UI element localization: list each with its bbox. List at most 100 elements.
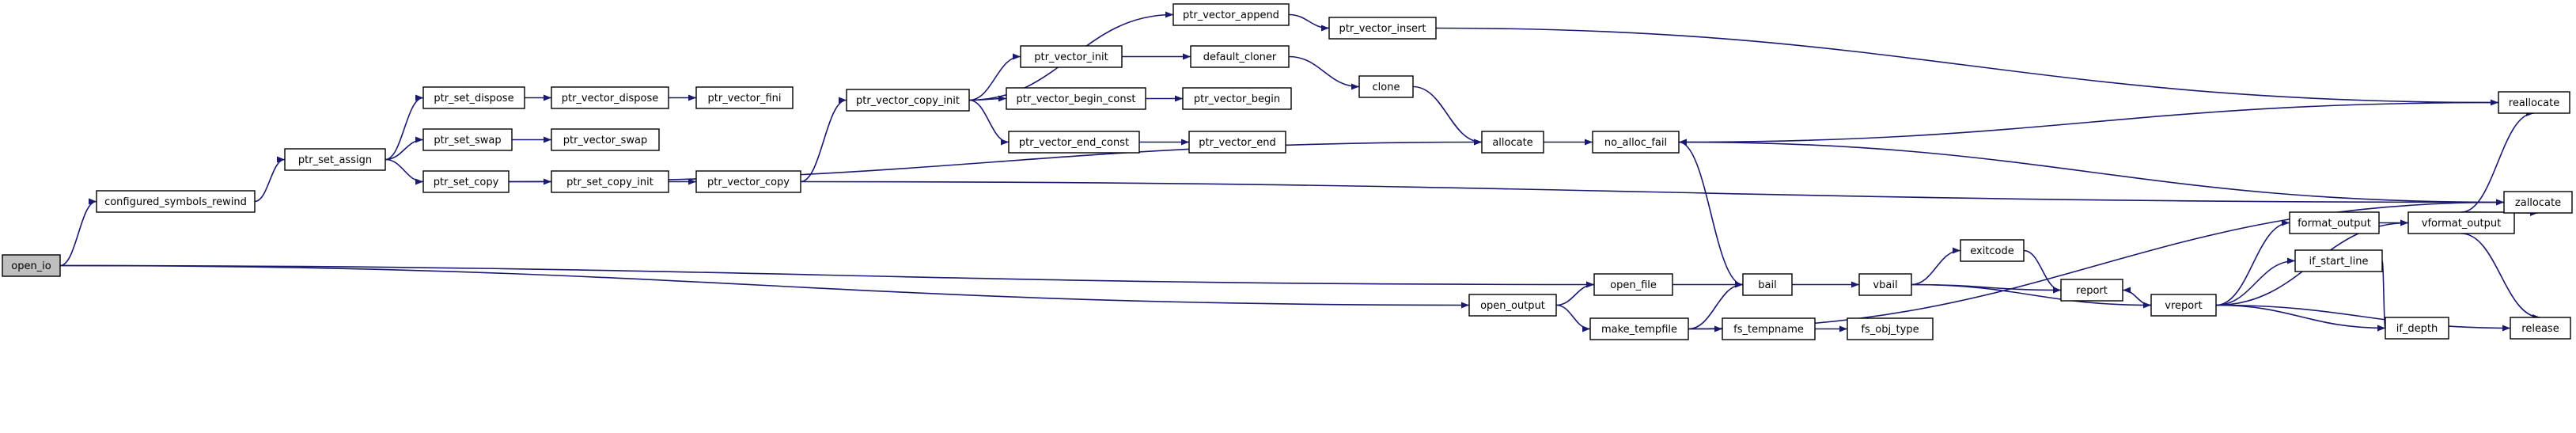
node-ptr_vector_swap[interactable]: ptr_vector_swap bbox=[551, 128, 660, 151]
node-box-configured_symbols_rewind bbox=[96, 190, 256, 213]
node-box-report bbox=[2060, 279, 2123, 302]
node-label-no_alloc_fail: no_alloc_fail bbox=[1604, 137, 1667, 149]
node-ptr_vector_append[interactable]: ptr_vector_append bbox=[1172, 3, 1290, 26]
edge-ptr_set_assign-to-ptr_set_dispose bbox=[385, 94, 424, 161]
node-box-open_file bbox=[1593, 273, 1673, 296]
node-ptr_set_copy_init[interactable]: ptr_set_copy_init bbox=[551, 170, 669, 193]
node-label-default_cloner: default_cloner bbox=[1203, 51, 1277, 63]
node-box-ptr_vector_begin_const bbox=[1006, 87, 1146, 110]
node-fs_obj_type[interactable]: fs_obj_type bbox=[1847, 317, 1934, 340]
node-zallocate[interactable]: zallocate bbox=[2503, 191, 2573, 214]
edge-no_alloc_fail-to-bail bbox=[1678, 141, 1744, 288]
node-release[interactable]: release bbox=[2510, 317, 2571, 340]
node-box-vformat_output bbox=[2407, 211, 2515, 234]
node-box-ptr_set_copy bbox=[422, 170, 510, 193]
node-box-ptr_vector_insert bbox=[1328, 17, 1437, 40]
edge-vreport-to-if_depth bbox=[2215, 304, 2386, 332]
node-label-ptr_vector_begin_const: ptr_vector_begin_const bbox=[1017, 93, 1136, 105]
node-reallocate[interactable]: reallocate bbox=[2498, 91, 2570, 114]
node-open_file[interactable]: open_file bbox=[1593, 273, 1673, 296]
node-vbail[interactable]: vbail bbox=[1858, 273, 1912, 296]
node-if_start_line[interactable]: if_start_line bbox=[2294, 249, 2383, 272]
node-box-ptr_set_swap bbox=[422, 128, 513, 151]
edge-vformat_output-to-release bbox=[2460, 233, 2541, 321]
node-vformat_output[interactable]: vformat_output bbox=[2407, 211, 2515, 234]
node-label-ptr_vector_copy: ptr_vector_copy bbox=[707, 177, 790, 188]
node-box-if_start_line bbox=[2294, 249, 2383, 272]
node-box-open_io bbox=[2, 254, 61, 277]
node-label-if_depth: if_depth bbox=[2396, 323, 2438, 335]
node-ptr_vector_end_const[interactable]: ptr_vector_end_const bbox=[1008, 131, 1140, 154]
node-ptr_vector_copy[interactable]: ptr_vector_copy bbox=[695, 170, 801, 193]
edge-make_tempfile-to-bail bbox=[1688, 281, 1744, 330]
node-box-fs_tempname bbox=[1722, 317, 1816, 340]
edge-ptr_vector_copy_init-to-ptr_vector_init bbox=[968, 53, 1021, 101]
edge-clone-to-allocate bbox=[1412, 85, 1483, 146]
edge-open_io-to-open_file bbox=[59, 264, 1595, 288]
node-ptr_vector_begin[interactable]: ptr_vector_begin bbox=[1182, 87, 1292, 110]
node-label-if_start_line: if_start_line bbox=[2309, 256, 2369, 268]
edge-vbail-to-vreport bbox=[1911, 283, 2152, 309]
node-ptr_vector_copy_init[interactable]: ptr_vector_copy_init bbox=[846, 89, 970, 112]
node-label-ptr_set_copy: ptr_set_copy bbox=[434, 177, 499, 188]
node-label-make_tempfile: make_tempfile bbox=[1601, 324, 1677, 336]
node-ptr_vector_end[interactable]: ptr_vector_end bbox=[1188, 131, 1286, 154]
node-label-reallocate: reallocate bbox=[2509, 97, 2559, 109]
node-configured_symbols_rewind[interactable]: configured_symbols_rewind bbox=[96, 190, 256, 213]
node-ptr_set_swap[interactable]: ptr_set_swap bbox=[422, 128, 513, 151]
node-ptr_vector_init[interactable]: ptr_vector_init bbox=[1020, 45, 1123, 68]
node-report[interactable]: report bbox=[2060, 279, 2123, 302]
node-label-ptr_vector_dispose: ptr_vector_dispose bbox=[562, 93, 659, 104]
edge-make_tempfile-to-zallocate bbox=[1688, 199, 2505, 330]
edge-vbail-to-exitcode bbox=[1911, 247, 1961, 286]
node-ptr_vector_insert[interactable]: ptr_vector_insert bbox=[1328, 17, 1437, 40]
node-ptr_set_assign[interactable]: ptr_set_assign bbox=[284, 148, 386, 171]
edge-zallocate-to-no_alloc_fail bbox=[1678, 139, 2505, 203]
node-label-release: release bbox=[2521, 323, 2559, 335]
node-ptr_vector_fini[interactable]: ptr_vector_fini bbox=[695, 86, 794, 109]
edge-vreport-to-format_output bbox=[2215, 219, 2290, 306]
node-format_output[interactable]: format_output bbox=[2289, 211, 2380, 234]
node-box-default_cloner bbox=[1190, 45, 1290, 68]
node-box-no_alloc_fail bbox=[1592, 131, 1680, 154]
node-box-if_depth bbox=[2385, 317, 2449, 340]
node-open_output[interactable]: open_output bbox=[1468, 294, 1557, 317]
node-bail[interactable]: bail bbox=[1742, 273, 1793, 296]
node-label-exitcode: exitcode bbox=[1970, 245, 2014, 257]
node-box-release bbox=[2510, 317, 2571, 340]
node-allocate[interactable]: allocate bbox=[1481, 131, 1544, 154]
node-ptr_vector_begin_const[interactable]: ptr_vector_begin_const bbox=[1006, 87, 1146, 110]
node-ptr_vector_dispose[interactable]: ptr_vector_dispose bbox=[551, 86, 669, 109]
node-box-format_output bbox=[2289, 211, 2380, 234]
nodes-layer: open_io configured_symbols_rewind ptr_set_… bbox=[2, 3, 2573, 340]
node-default_cloner[interactable]: default_cloner bbox=[1190, 45, 1290, 68]
node-ptr_set_copy[interactable]: ptr_set_copy bbox=[422, 170, 510, 193]
node-box-ptr_vector_fini bbox=[695, 86, 794, 109]
node-clone[interactable]: clone bbox=[1358, 75, 1414, 98]
node-open_io[interactable]: open_io bbox=[2, 254, 61, 277]
node-no_alloc_fail[interactable]: no_alloc_fail bbox=[1592, 131, 1680, 154]
node-if_depth[interactable]: if_depth bbox=[2385, 317, 2449, 340]
node-label-ptr_vector_fini: ptr_vector_fini bbox=[708, 93, 782, 104]
node-label-vbail: vbail bbox=[1873, 279, 1897, 291]
node-box-clone bbox=[1358, 75, 1414, 98]
node-exitcode[interactable]: exitcode bbox=[1960, 239, 2025, 262]
node-box-make_tempfile bbox=[1589, 317, 1689, 340]
node-ptr_set_dispose[interactable]: ptr_set_dispose bbox=[422, 86, 525, 109]
node-box-open_output bbox=[1468, 294, 1557, 317]
edge-vreport-to-report bbox=[2122, 287, 2152, 306]
node-fs_tempname[interactable]: fs_tempname bbox=[1722, 317, 1816, 340]
edge-ptr_vector_append-to-ptr_vector_insert bbox=[1288, 13, 1330, 32]
node-vreport[interactable]: vreport bbox=[2150, 294, 2217, 317]
edge-open_output-to-open_file bbox=[1555, 281, 1595, 306]
node-box-vbail bbox=[1858, 273, 1912, 296]
node-box-ptr_vector_end bbox=[1188, 131, 1286, 154]
node-label-clone: clone bbox=[1373, 82, 1400, 93]
node-label-configured_symbols_rewind: configured_symbols_rewind bbox=[104, 196, 247, 208]
node-make_tempfile[interactable]: make_tempfile bbox=[1589, 317, 1689, 340]
edge-reallocate-to-no_alloc_fail bbox=[1678, 101, 2499, 146]
node-box-ptr_vector_swap bbox=[551, 128, 660, 151]
edge-open_io-to-configured_symbols_rewind bbox=[59, 198, 97, 267]
node-box-allocate bbox=[1481, 131, 1544, 154]
